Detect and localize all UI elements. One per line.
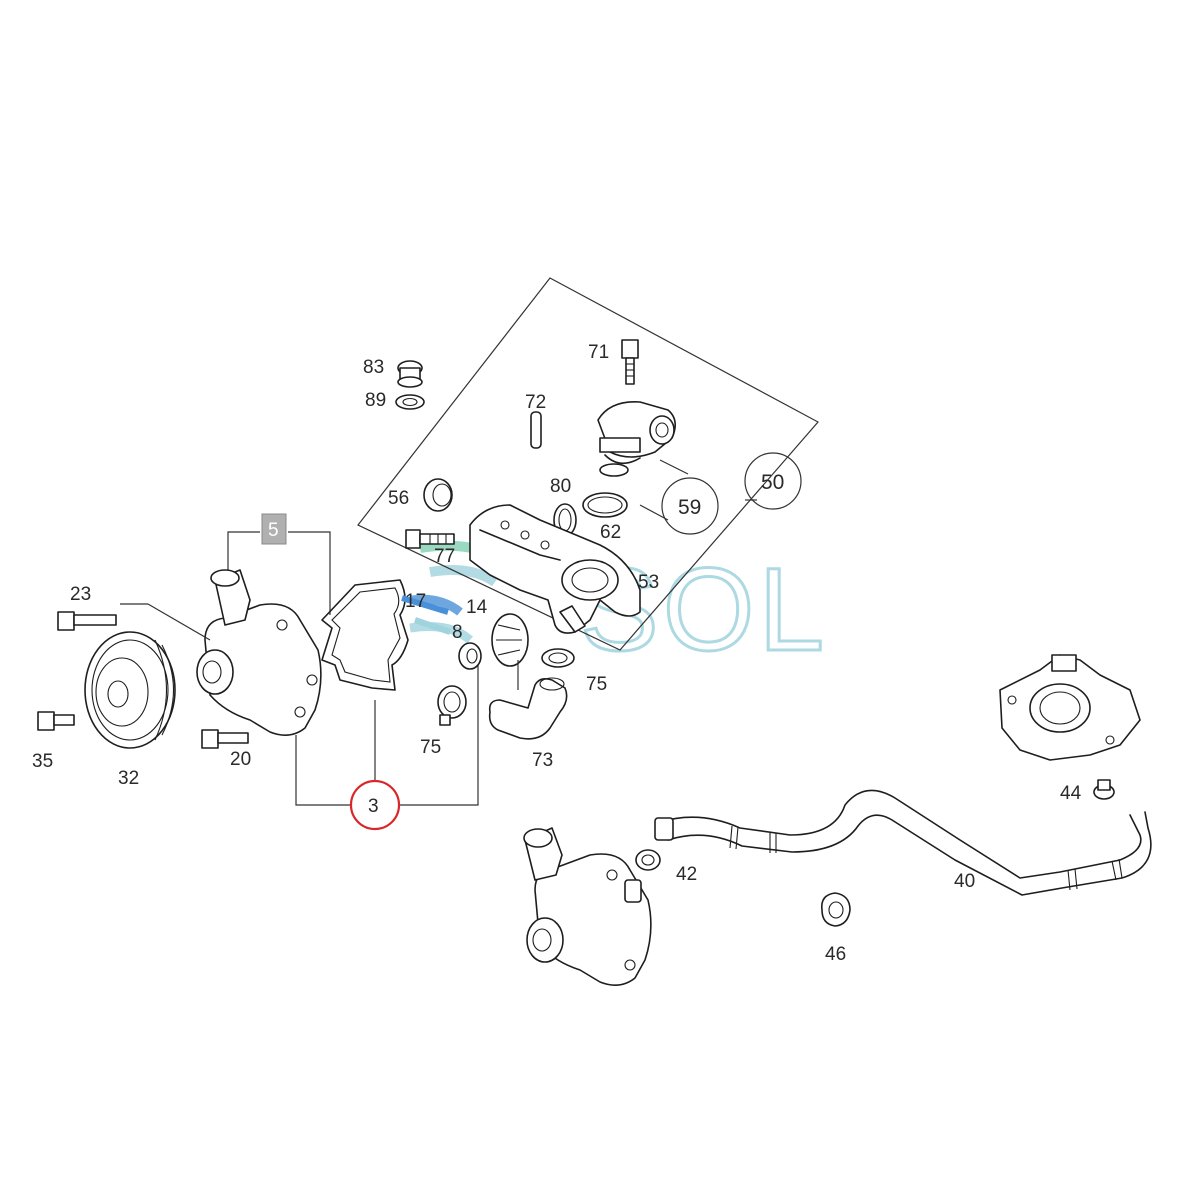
- part-17-seal: [401, 595, 451, 635]
- part-71-bolt: [621, 339, 639, 385]
- group-bracket-3: [295, 665, 479, 831]
- label-circle-59: [661, 477, 719, 535]
- label-50: 50: [761, 471, 784, 494]
- part-20-bolt: [201, 729, 249, 749]
- part-14-impeller: [491, 613, 529, 690]
- label-73: 73: [532, 750, 553, 771]
- part-32-pulley: [84, 631, 176, 749]
- label-83: 83: [363, 357, 384, 378]
- label-box-5: [261, 513, 287, 545]
- part-89-washer: [395, 394, 425, 410]
- label-17: 17: [405, 591, 426, 612]
- part-83-plug: [397, 360, 423, 388]
- part-77-bolt: [405, 529, 455, 549]
- part-75-clamp-b: [541, 648, 575, 668]
- label-32: 32: [118, 768, 139, 789]
- part-water-pump-assembly: [523, 827, 652, 986]
- label-77: 77: [434, 546, 455, 567]
- part-42-clamp: [635, 849, 661, 871]
- label-89: 89: [365, 390, 386, 411]
- label-72: 72: [525, 392, 546, 413]
- part-53-coolant-manifold: [469, 504, 641, 634]
- label-42: 42: [676, 864, 697, 885]
- label-40: 40: [954, 871, 975, 892]
- label-71: 71: [588, 342, 609, 363]
- group-bracket-5: [227, 513, 331, 615]
- label-circle-50: [744, 452, 802, 510]
- highlight-circle-3: [349, 779, 401, 831]
- part-56-cap: [423, 478, 453, 512]
- label-75-left: 75: [420, 737, 441, 758]
- label-20: 20: [230, 749, 251, 770]
- label-62: 62: [600, 522, 621, 543]
- part-72-pin: [530, 411, 542, 449]
- label-80: 80: [550, 476, 571, 497]
- part-40-hose: [654, 789, 1152, 896]
- part-35-bolt: [37, 711, 75, 731]
- part-throttle-body: [999, 654, 1141, 761]
- part-46-clip: [820, 892, 851, 927]
- label-59: 59: [678, 496, 701, 519]
- label-5: 5: [268, 520, 279, 541]
- part-59-thermostat-housing: [597, 401, 689, 521]
- part-8-ring: [458, 642, 482, 670]
- part-44-clamp: [1093, 779, 1115, 800]
- label-8: 8: [452, 622, 463, 643]
- label-75-right: 75: [586, 674, 607, 695]
- label-3: 3: [368, 796, 379, 817]
- part-62-seal: [582, 492, 628, 518]
- label-44: 44: [1060, 783, 1082, 804]
- part-3-gasket: [321, 579, 409, 691]
- label-14: 14: [466, 597, 488, 618]
- part-23-bolt: [57, 603, 211, 641]
- part-75-clamp-a: [437, 685, 467, 726]
- label-35: 35: [32, 751, 53, 772]
- label-46: 46: [825, 944, 846, 965]
- label-23: 23: [70, 584, 91, 605]
- label-53: 53: [638, 572, 659, 593]
- group-box-50: [357, 277, 819, 651]
- part-water-pump: [196, 569, 322, 736]
- label-56: 56: [388, 488, 409, 509]
- part-73-hose: [488, 677, 568, 740]
